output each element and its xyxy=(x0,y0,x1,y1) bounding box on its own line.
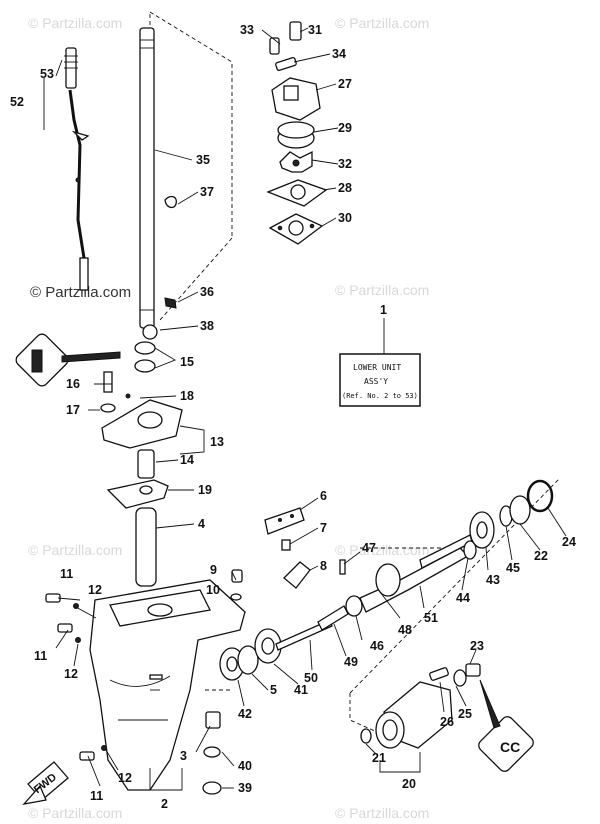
svg-text:CC: CC xyxy=(500,739,520,755)
callout-11b: 11 xyxy=(34,649,47,663)
callout-11c: 11 xyxy=(90,789,103,803)
forward-direction-arrow: FWD xyxy=(22,761,69,805)
callout-18: 18 xyxy=(180,389,194,403)
callout-44: 44 xyxy=(456,591,470,605)
callout-24: 24 xyxy=(562,535,576,549)
callout-12b: 12 xyxy=(64,667,78,681)
watermark: © Partzilla.com xyxy=(335,15,429,31)
callout-40: 40 xyxy=(238,759,252,773)
bearing-housing-parts xyxy=(469,479,554,549)
watermark: © Partzilla.com xyxy=(28,805,122,821)
callout-numbers: 1 2 3 4 5 6 7 8 9 10 11 11 11 12 12 12 1… xyxy=(10,23,576,811)
watermark: © Partzilla.com xyxy=(335,282,429,298)
drive-shaft xyxy=(139,27,177,340)
shift-rod-assembly xyxy=(64,47,90,291)
callout-21: 21 xyxy=(372,751,386,765)
watermark: © Partzilla.com xyxy=(28,15,122,31)
assembly-box-line1: LOWER UNIT xyxy=(353,363,401,372)
callout-16: 16 xyxy=(66,377,80,391)
watermark: © Partzilla.com xyxy=(30,284,131,301)
callout-29: 29 xyxy=(338,121,352,135)
callout-27: 27 xyxy=(338,77,352,91)
callout-8: 8 xyxy=(320,559,327,573)
callout-1: 1 xyxy=(380,303,387,317)
callout-17: 17 xyxy=(66,403,80,417)
watermarks: © Partzilla.com © Partzilla.com © Partzi… xyxy=(28,15,429,821)
callout-19: 19 xyxy=(198,483,212,497)
callout-41: 41 xyxy=(294,683,308,697)
callout-34: 34 xyxy=(332,47,346,61)
callout-50: 50 xyxy=(304,671,318,685)
gear-train xyxy=(219,534,477,681)
water-pump-assembly xyxy=(266,21,328,245)
callout-38: 38 xyxy=(200,319,214,333)
watermark: © Partzilla.com xyxy=(335,542,429,558)
callout-12a: 12 xyxy=(88,583,102,597)
assembly-box-line3: (Ref. No. 2 to 53) xyxy=(342,392,418,400)
callout-15: 15 xyxy=(180,355,194,369)
upper-housing-parts xyxy=(100,341,183,587)
callout-23: 23 xyxy=(470,639,484,653)
callout-45: 45 xyxy=(506,561,520,575)
callout-39: 39 xyxy=(238,781,252,795)
shift-cam-parts xyxy=(264,507,346,589)
callout-6: 6 xyxy=(320,489,327,503)
watermark: © Partzilla.com xyxy=(28,542,122,558)
callout-51: 51 xyxy=(424,611,438,625)
callout-30: 30 xyxy=(338,211,352,225)
callout-25: 25 xyxy=(458,707,472,721)
callout-53: 53 xyxy=(40,67,54,81)
callout-36: 36 xyxy=(200,285,214,299)
watermark: © Partzilla.com xyxy=(335,805,429,821)
callout-7: 7 xyxy=(320,521,327,535)
callout-37: 37 xyxy=(200,185,214,199)
assembly-box-line2: ASS'Y xyxy=(364,377,388,386)
lower-case-housing xyxy=(89,579,246,791)
callout-31: 31 xyxy=(308,23,322,37)
callout-22: 22 xyxy=(534,549,548,563)
callout-43: 43 xyxy=(486,573,500,587)
callout-2: 2 xyxy=(161,797,168,811)
callout-11a: 11 xyxy=(60,567,73,581)
callout-13: 13 xyxy=(210,435,224,449)
callout-46: 46 xyxy=(370,639,384,653)
callout-42: 42 xyxy=(238,707,252,721)
callout-28: 28 xyxy=(338,181,352,195)
callout-9: 9 xyxy=(210,563,217,577)
callout-52: 52 xyxy=(10,95,24,109)
callout-26: 26 xyxy=(440,715,454,729)
callout-5: 5 xyxy=(270,683,277,697)
detail-callout-icons: CC xyxy=(15,333,534,772)
callout-35: 35 xyxy=(196,153,210,167)
callout-32: 32 xyxy=(338,157,352,171)
callout-20: 20 xyxy=(402,777,416,791)
callout-10: 10 xyxy=(206,583,220,597)
callout-47: 47 xyxy=(362,541,376,555)
leader-lines xyxy=(43,27,567,791)
callout-49: 49 xyxy=(344,655,358,669)
lower-unit-assembly-box: LOWER UNIT ASS'Y (Ref. No. 2 to 53) xyxy=(339,318,421,407)
callout-12c: 12 xyxy=(118,771,132,785)
callout-33: 33 xyxy=(240,23,254,37)
drain-plug-parts xyxy=(202,569,243,795)
callout-4: 4 xyxy=(198,517,205,531)
propeller-housing-parts xyxy=(360,663,481,749)
callout-14: 14 xyxy=(180,453,194,467)
callout-48: 48 xyxy=(398,623,412,637)
callout-3: 3 xyxy=(180,749,187,763)
